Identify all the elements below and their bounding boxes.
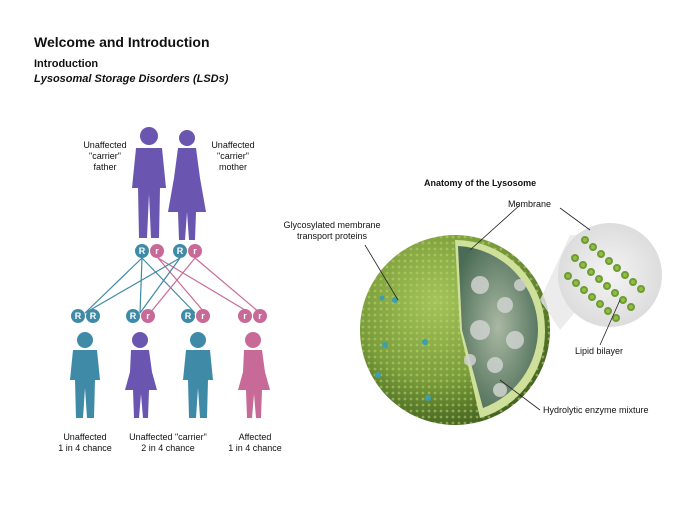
page-title: Welcome and Introduction xyxy=(34,34,210,50)
child-4-label: Affected 1 in 4 chance xyxy=(228,432,282,453)
mother-label: Unaffected "carrier" mother xyxy=(211,140,255,172)
inheritance-lines xyxy=(84,257,261,314)
mother-allele-2: r xyxy=(188,244,202,258)
lipid-bilayer-label: Lipid bilayer xyxy=(575,346,624,356)
father-label: Unaffected "carrier" father xyxy=(83,140,127,172)
lipid-bilayer-zoom xyxy=(540,223,662,330)
child-2-3-label: Unaffected "carrier" 2 in 4 chance xyxy=(129,432,207,453)
father-allele-1: R xyxy=(135,244,149,258)
child-3-allele-1: R xyxy=(181,309,195,323)
child-1-allele-2: R xyxy=(86,309,100,323)
child-4-icon xyxy=(238,332,270,418)
section-subtitle: Lysosomal Storage Disorders (LSDs) xyxy=(34,73,229,85)
child-1-label: Unaffected 1 in 4 chance xyxy=(58,432,112,453)
child-2-allele-1: R xyxy=(126,309,140,323)
lysosome-title: Anatomy of the Lysosome xyxy=(424,178,537,188)
child-3-allele-2: r xyxy=(196,309,210,323)
child-2-icon xyxy=(125,332,157,418)
child-4-allele-2: r xyxy=(253,309,267,323)
father-allele-2: r xyxy=(150,244,164,258)
mother-allele-1: R xyxy=(173,244,187,258)
section-title: Introduction xyxy=(34,58,99,70)
membrane-label: Membrane xyxy=(508,199,552,209)
mother-icon xyxy=(168,130,206,240)
child-2-allele-2: r xyxy=(141,309,155,323)
hydrolytic-enzyme-label: Hydrolytic enzyme mixture xyxy=(543,405,649,415)
child-1-icon xyxy=(70,332,100,418)
child-1-allele-1: R xyxy=(71,309,85,323)
child-3-icon xyxy=(183,332,213,418)
lysosome-illustration xyxy=(360,235,550,425)
father-icon xyxy=(132,127,166,238)
transport-protein-label: Glycosylated membrane transport proteins xyxy=(283,220,381,241)
child-4-allele-1: r xyxy=(238,309,252,323)
transport-protein-dots xyxy=(375,295,431,401)
label-leaders xyxy=(364,204,621,411)
